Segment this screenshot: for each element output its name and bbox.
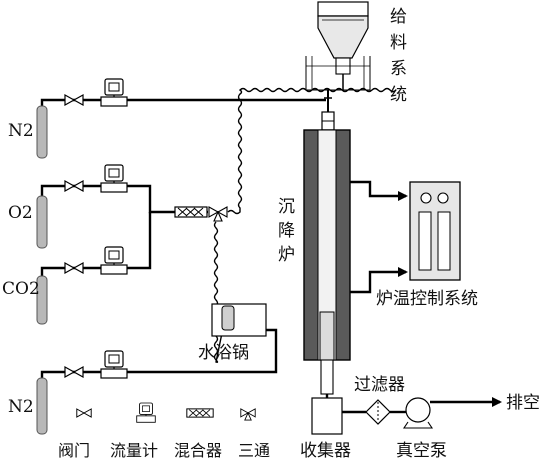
feeder-hopper	[305, 1, 371, 112]
vacuum-pump	[402, 397, 434, 429]
legend-flowmeter-label: 流量计	[110, 441, 158, 460]
bath-to-tee-hose	[213, 221, 229, 363]
filter	[365, 399, 391, 425]
gas-label-co2: CO2	[2, 279, 40, 299]
co2-cylinder	[36, 275, 48, 325]
gas-label-o2: O2	[8, 203, 33, 223]
water-bath	[211, 303, 267, 337]
o2-gas-line	[40, 184, 176, 214]
temp-control-label: 炉温控制系统	[376, 289, 478, 309]
feeder-label: 给 料 系 统	[390, 7, 407, 105]
vent-label: 排空	[506, 393, 540, 413]
legend-valve-label: 阀门	[58, 441, 90, 460]
svg-text:料: 料	[390, 33, 407, 53]
svg-text:统: 统	[390, 85, 407, 105]
signal-line-top	[350, 180, 408, 201]
n2-bottom-cylinder	[36, 377, 48, 435]
gas-label-n2-top: N2	[8, 121, 34, 141]
flowmeter-icon	[100, 350, 128, 379]
valve-icon	[64, 262, 84, 274]
valve-icon	[64, 180, 84, 192]
collector-label: 收集器	[300, 441, 351, 461]
svg-text:给: 给	[390, 7, 407, 27]
filter-label: 过滤器	[354, 375, 405, 395]
tee-icon	[208, 206, 228, 222]
legend: 阀门 流量计 混合器 三通	[58, 402, 270, 460]
legend-tee-icon	[240, 408, 256, 421]
legend-mixer-label: 混合器	[174, 441, 222, 460]
n2-top-gas-line	[40, 98, 326, 106]
o2-cylinder	[36, 195, 48, 249]
valve-icon	[64, 94, 84, 106]
svg-text:沉: 沉	[278, 197, 295, 217]
legend-flowmeter-icon	[136, 402, 156, 423]
valve-icon	[64, 366, 84, 378]
collector	[311, 397, 343, 435]
svg-text:系: 系	[390, 59, 407, 79]
n2-bottom-gas-line	[40, 328, 278, 378]
legend-valve-icon	[76, 408, 92, 418]
tee-to-furnace-hose	[227, 87, 397, 215]
svg-text:炉: 炉	[278, 245, 295, 265]
vacuum-pump-label: 真空泵	[396, 441, 447, 461]
legend-tee-label: 三通	[238, 441, 270, 460]
mixer-icon	[174, 206, 208, 218]
flowmeter-icon	[100, 78, 128, 107]
svg-text:降: 降	[278, 221, 295, 241]
drop-tube-furnace	[303, 111, 351, 395]
legend-mixer-icon	[186, 408, 214, 418]
temperature-controller	[409, 181, 461, 281]
n2-top-cylinder	[36, 105, 48, 159]
signal-line-bottom	[350, 267, 408, 294]
flowmeter-icon	[100, 246, 128, 275]
flowmeter-icon	[100, 164, 128, 193]
co2-gas-line	[40, 212, 152, 276]
furnace-label: 沉 降 炉	[278, 197, 295, 265]
gas-label-n2-bottom: N2	[8, 397, 34, 417]
water-bath-label: 水浴锅	[198, 343, 249, 363]
